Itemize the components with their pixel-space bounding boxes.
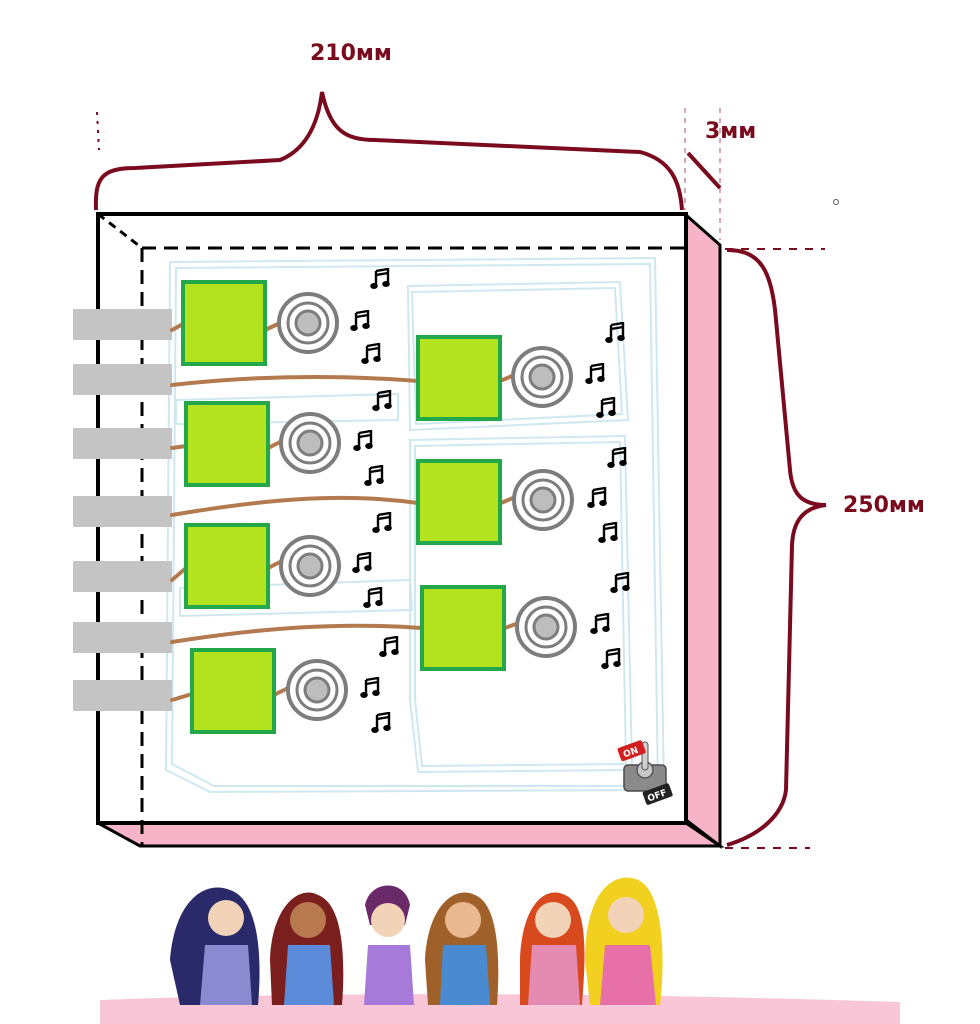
speaker-icon <box>512 469 574 531</box>
speaker-icon <box>286 659 348 721</box>
character <box>425 892 499 1005</box>
button-module <box>416 335 502 421</box>
side-tab <box>73 364 172 395</box>
character <box>520 892 585 1005</box>
button-module <box>420 585 506 671</box>
depth-dimension: 3мм <box>684 108 756 240</box>
side-tab <box>73 680 172 711</box>
marker-dot <box>833 199 839 205</box>
speaker-icon <box>515 596 577 658</box>
side-tab <box>73 496 172 527</box>
character <box>270 892 344 1005</box>
character <box>364 885 414 1005</box>
speaker-icon <box>277 292 339 354</box>
button-modules <box>181 280 506 734</box>
speaker-icon <box>279 412 341 474</box>
side-tab <box>73 309 172 340</box>
button-module <box>184 401 270 487</box>
height-dimension: 250мм <box>725 248 925 849</box>
cartoon-characters-illustration <box>100 877 900 1024</box>
side-tab <box>73 622 172 653</box>
side-tab <box>73 428 172 459</box>
button-module <box>190 648 276 734</box>
character <box>170 887 260 1005</box>
side-tab <box>73 561 172 592</box>
width-label: 210мм <box>310 41 392 66</box>
button-module <box>181 280 267 366</box>
button-module <box>416 459 502 545</box>
depth-label: 3мм <box>705 119 756 144</box>
button-module <box>184 523 270 609</box>
width-dimension: 210мм <box>93 41 684 211</box>
character <box>585 877 663 1005</box>
side-tabs <box>73 309 172 711</box>
speaker-icon <box>511 346 573 408</box>
height-label: 250мм <box>843 493 925 518</box>
switch-on-label: ON <box>622 746 640 761</box>
speaker-icon <box>279 535 341 597</box>
toggle-switch-icon: ON OFF <box>617 740 673 805</box>
